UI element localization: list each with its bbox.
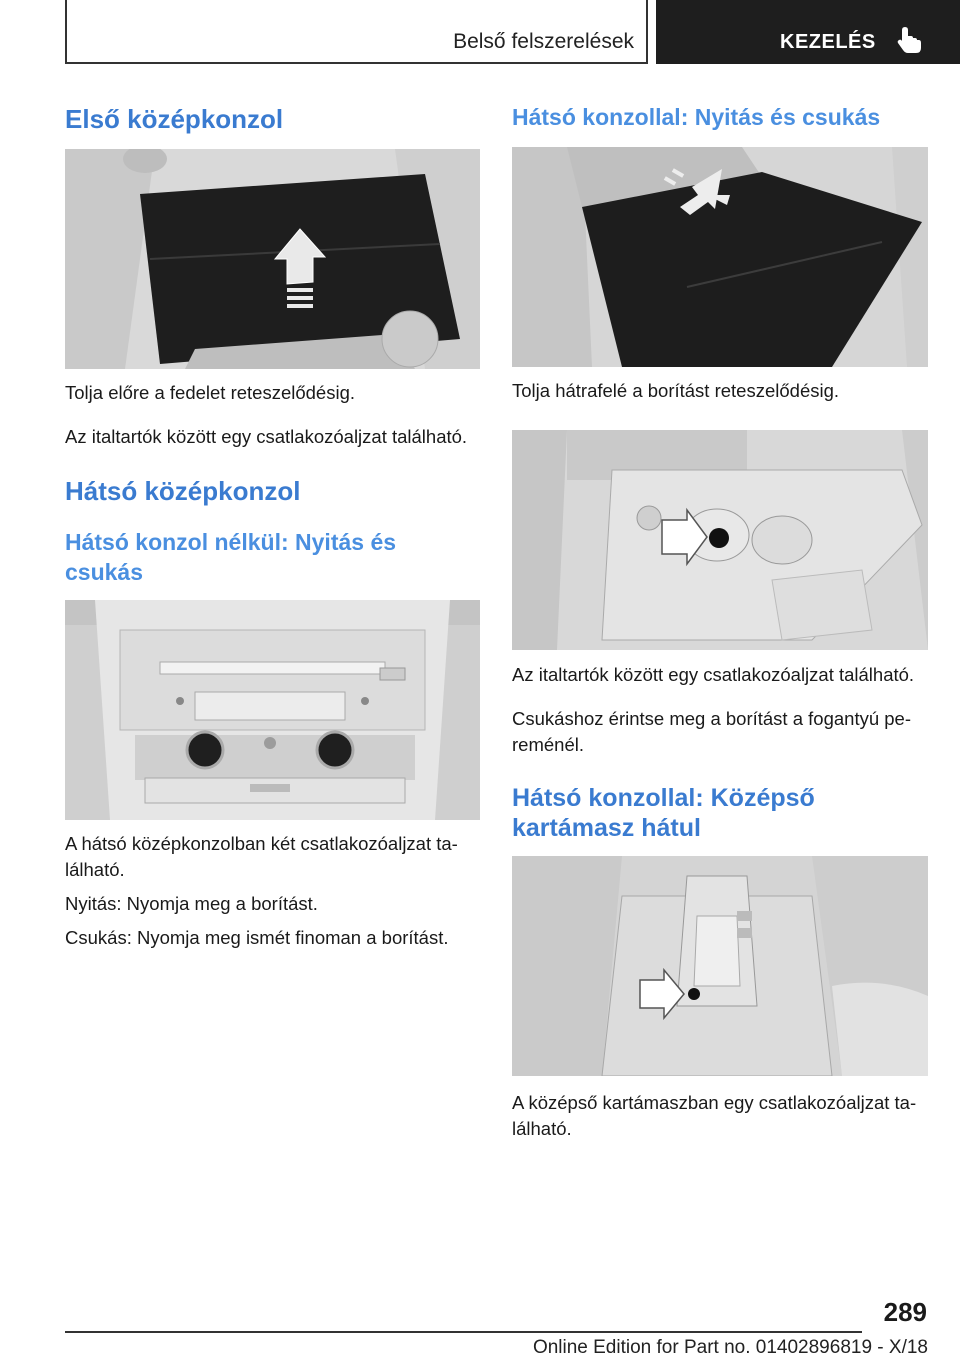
rear-console-cover-image [512, 147, 928, 367]
header-chapter-tab: KEZELÉS [656, 0, 960, 64]
footer-edition-note: Online Edition for Part no. 01402896819 … [532, 1337, 928, 1358]
heading-rear-without-console-line1: Hátsó konzol nélkül: Nyitás és [65, 529, 397, 555]
front-console-instruction: Tolja előre a fedelet reteszelődésig. [65, 382, 356, 403]
page-number: 289 [883, 1297, 927, 1327]
cupholder-socket-image [512, 430, 928, 650]
header-section-box: Belső felszerelések [65, 0, 648, 64]
rear-console-close-note-line1: Csukáshoz érintse meg a borítást a fogan… [512, 708, 911, 729]
footer-divider [65, 1331, 862, 1333]
heading-armrest-line1: Hátsó konzollal: Középső [512, 784, 815, 812]
front-console-image [65, 149, 480, 369]
rear-console-socket-note-line2: lálható. [65, 859, 125, 880]
rear-console-close-instruction: Csukás: Nyomja meg ismét finoman a borít… [65, 927, 449, 948]
rear-console-socket-note: Az italtartók között egy csatlakozóaljza… [512, 664, 915, 685]
armrest-socket-image [512, 856, 928, 1076]
front-console-socket-note: Az italtartók között egy csatlakozóaljza… [65, 426, 468, 447]
heading-rear-with-console: Hátsó konzollal: Nyitás és csukás [512, 104, 881, 130]
armrest-socket-note-line1: A középső kartámaszban egy csatlakozóalj… [512, 1092, 917, 1113]
pointing-hand-icon [897, 27, 921, 53]
heading-rear-console: Hátsó középkonzol [65, 476, 301, 506]
armrest-socket-note-line2: lálható. [512, 1118, 572, 1139]
rear-console-cover-instruction: Tolja hátrafelé a borítást reteszelődési… [512, 380, 840, 401]
heading-rear-without-console-line2: csukás [65, 559, 144, 585]
header-section-title: Belső felszerelések [453, 30, 634, 53]
rear-console-socket-note-line1: A hátsó középkonzolban két csatlakozóalj… [65, 833, 458, 854]
heading-armrest-line2: kartámasz hátul [512, 814, 701, 842]
rear-console-close-note-line2: reménél. [512, 734, 584, 755]
rear-console-panel-image [65, 600, 480, 820]
header-chapter-title: KEZELÉS [780, 31, 876, 53]
heading-front-console: Első középkonzol [65, 104, 284, 134]
rear-console-open-instruction: Nyitás: Nyomja meg a borítást. [65, 893, 318, 914]
